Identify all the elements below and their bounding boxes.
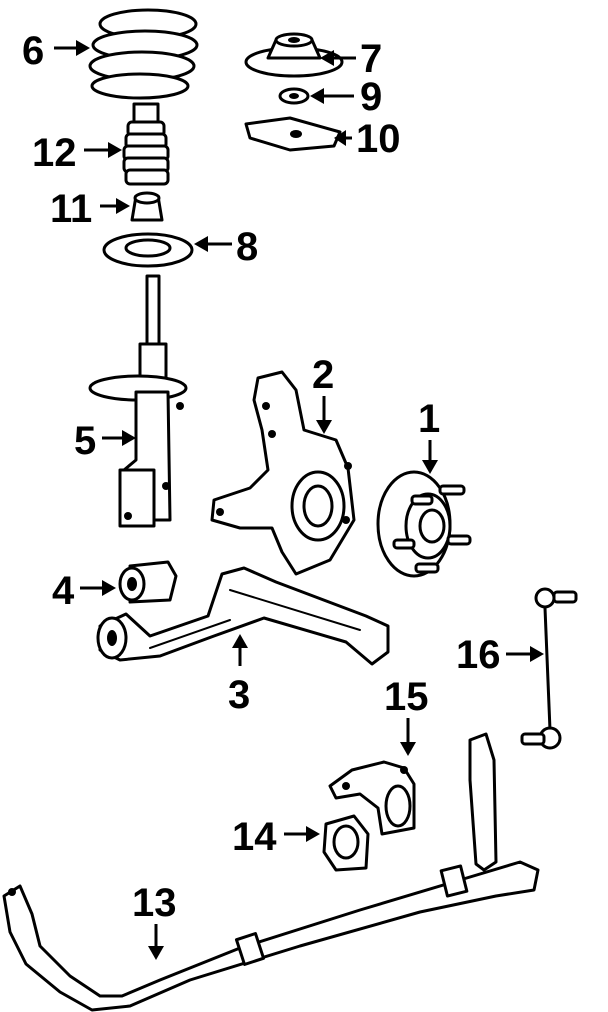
callout-5-label: 5 (74, 419, 96, 463)
callout-1: 1 (418, 397, 440, 474)
callout-7-label: 7 (360, 37, 382, 81)
bushing (118, 560, 178, 604)
callout-4-label: 4 (52, 569, 75, 613)
strut-mount (244, 32, 344, 78)
callout-10-label: 10 (356, 117, 401, 161)
callout-7: 7 (320, 37, 382, 81)
callout-2: 2 (312, 353, 334, 434)
spring-seat (102, 232, 194, 268)
strut-assembly (88, 274, 188, 528)
wheel-hub (376, 470, 472, 578)
callout-5: 5 (74, 419, 136, 463)
callout-9: 9 (310, 75, 382, 119)
callout-14: 14 (232, 815, 320, 859)
callout-1-label: 1 (418, 397, 440, 441)
callout-12: 12 (32, 131, 122, 175)
callout-13-label: 13 (132, 881, 177, 925)
upper-plate (244, 116, 342, 152)
stabilizer-bushing (322, 814, 370, 872)
callout-16: 16 (456, 633, 544, 677)
callout-3: 3 (228, 634, 250, 717)
callout-9-label: 9 (360, 75, 382, 119)
bearing (278, 87, 310, 105)
callout-6-label: 6 (22, 29, 44, 73)
callout-4: 4 (52, 569, 116, 613)
callout-11-label: 11 (50, 187, 92, 231)
stabilizer-clamp (328, 760, 416, 836)
callout-15: 15 (384, 675, 429, 756)
callout-16-label: 16 (456, 633, 501, 677)
callout-12-label: 12 (32, 131, 77, 175)
callout-8: 8 (194, 225, 258, 269)
callout-3-label: 3 (228, 673, 250, 717)
dust-boot (122, 102, 170, 186)
stabilizer-bar (2, 732, 540, 1012)
steering-knuckle (210, 370, 356, 576)
callout-14-label: 14 (232, 815, 277, 859)
callout-11: 11 (50, 187, 130, 231)
coil-spring (88, 8, 199, 100)
callout-8-label: 8 (236, 225, 258, 269)
callout-13: 13 (132, 881, 177, 960)
stabilizer-link (520, 587, 578, 750)
lower-control-arm (96, 566, 390, 666)
bump-stop (130, 191, 164, 222)
callout-10: 10 (334, 117, 401, 161)
callout-2-label: 2 (312, 353, 334, 397)
callout-15-label: 15 (384, 675, 429, 719)
callout-6: 6 (22, 29, 90, 73)
